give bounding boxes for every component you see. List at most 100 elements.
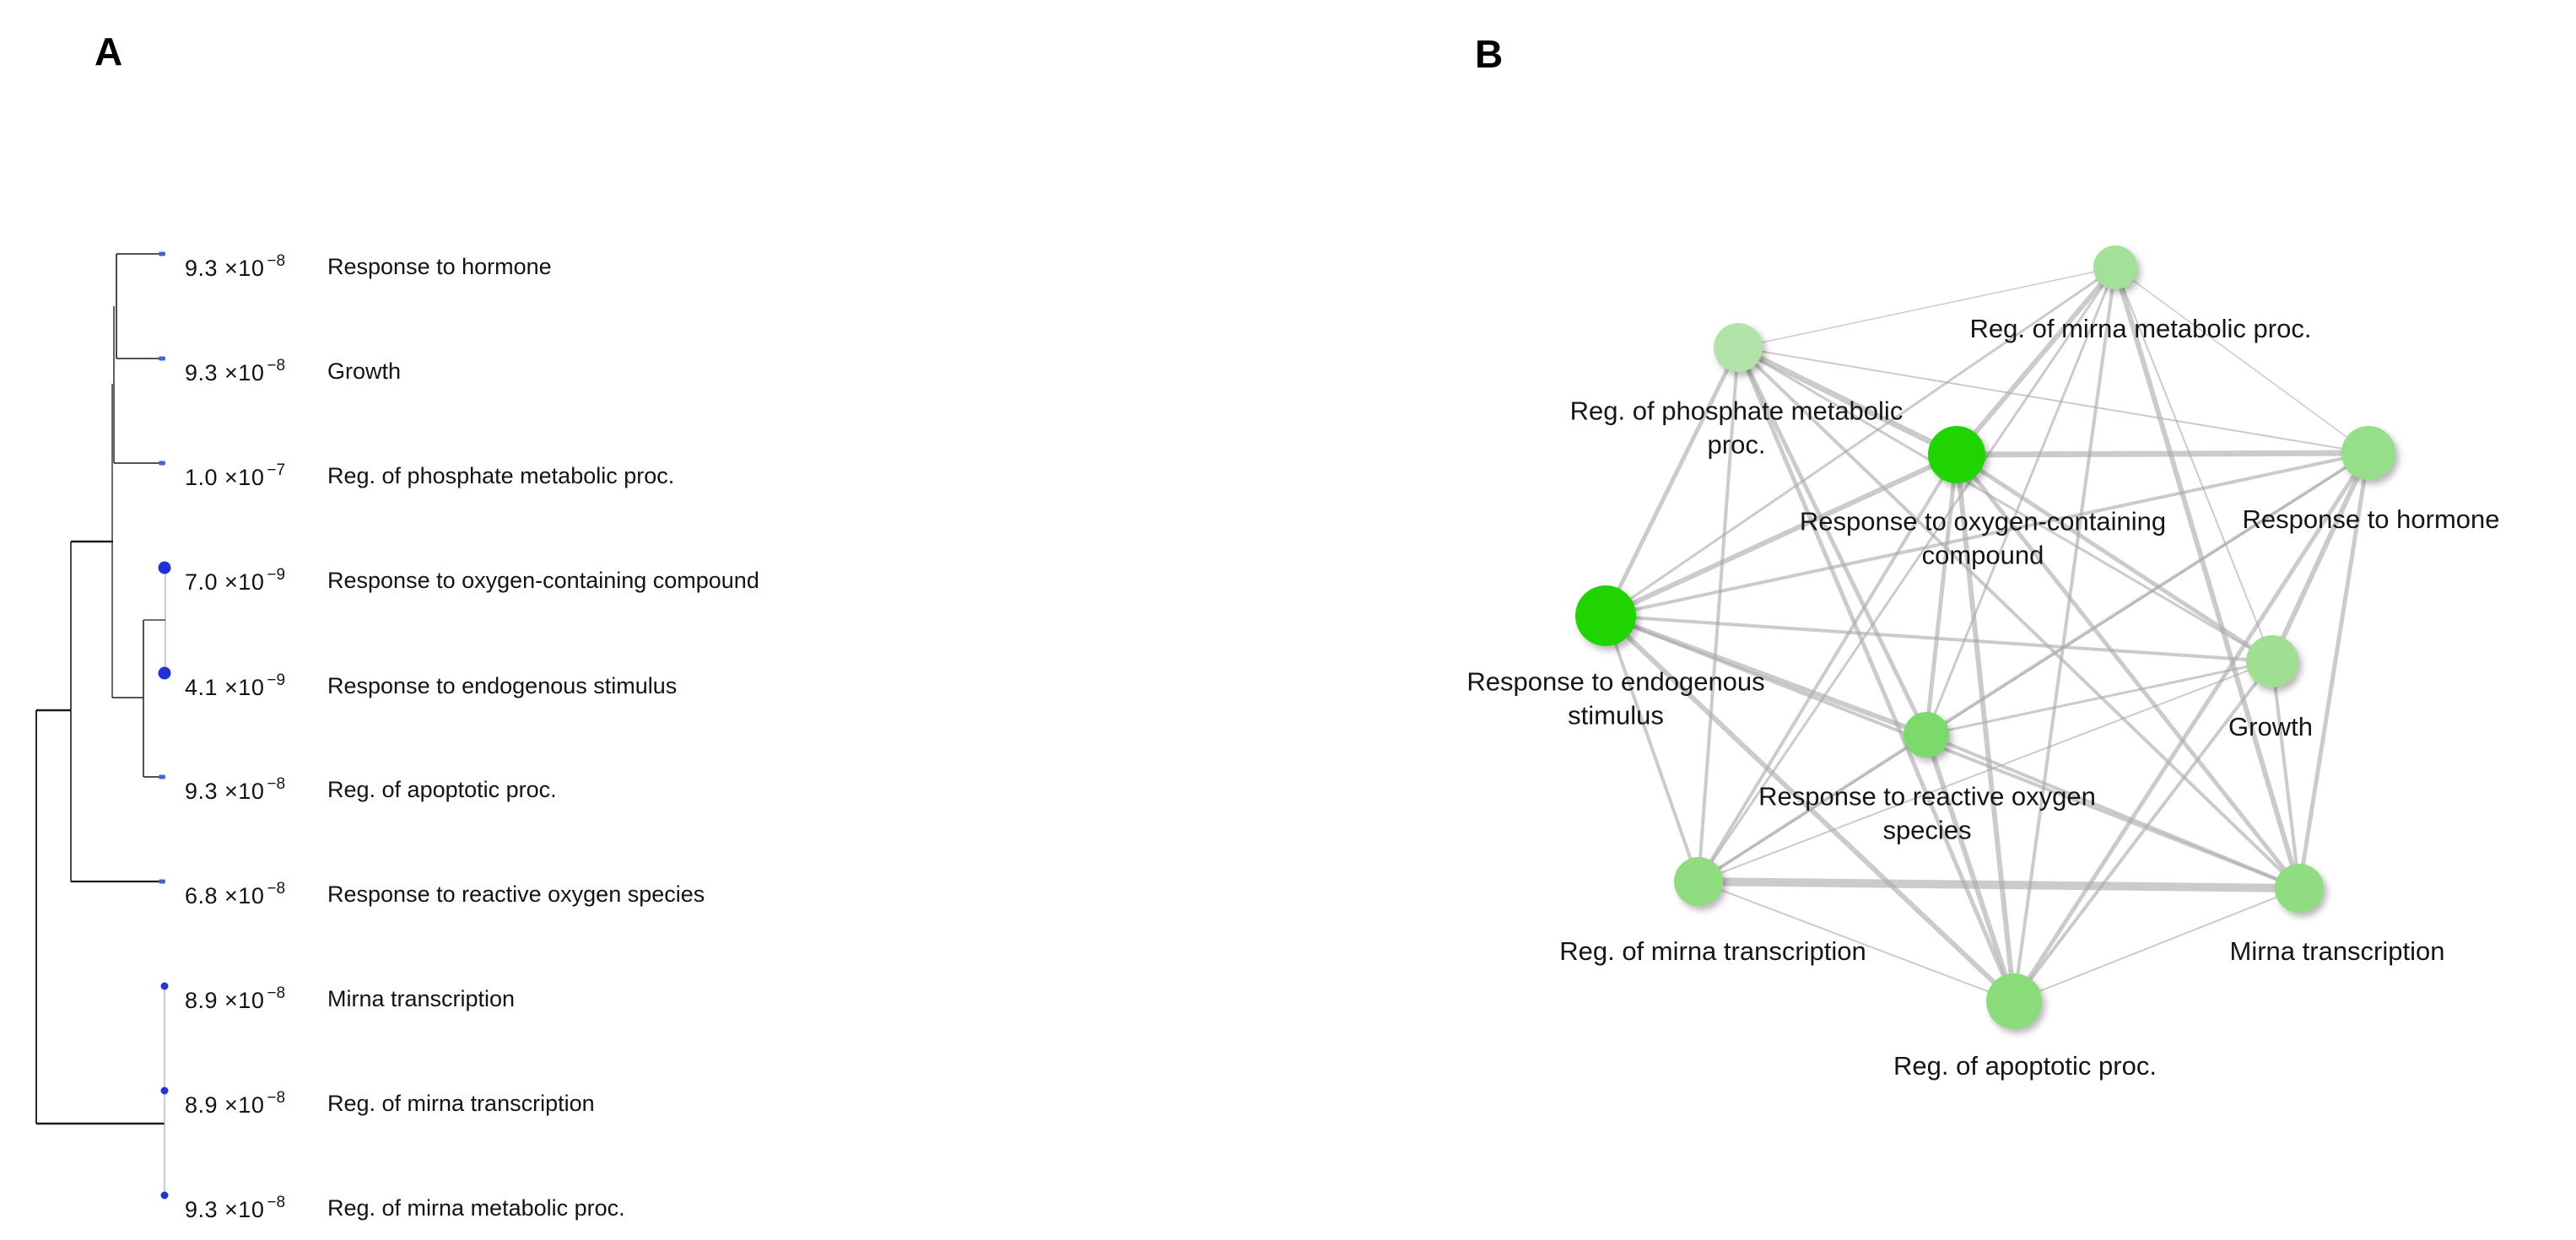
leaf-dot-marker: [158, 561, 171, 574]
leaf-tick-marker: [159, 774, 165, 779]
leaf-tick-marker: [159, 356, 165, 361]
network-edge: [1603, 452, 1959, 618]
label-line: Response to hormone: [2242, 504, 2500, 535]
network-edge: [1604, 266, 2117, 617]
network-edge: [2012, 450, 2371, 1004]
go-term-pvalue: 9.3 ×10−8: [185, 775, 286, 804]
network-edge: [1737, 267, 2116, 348]
network-edge: [1694, 877, 2303, 892]
network-node-label-response-to-hormone: Response to hormone: [2242, 503, 2499, 536]
network-edge: [1604, 614, 1700, 883]
label-line: Growth: [2228, 712, 2313, 742]
network-node-label-growth: Growth: [2228, 710, 2313, 744]
network-edge: [2114, 267, 2273, 662]
go-term-label: Response to reactive oxygen species: [327, 881, 705, 907]
go-term-label: Growth: [327, 359, 402, 384]
go-term-pvalue: 9.3 ×10−8: [185, 1194, 286, 1222]
network-edge: [1954, 452, 2302, 891]
network-edge: [1736, 345, 1929, 737]
leaf-dot-marker: [158, 666, 171, 680]
network-edge: [2271, 660, 2301, 890]
go-term-label: Response to endogenous stimulus: [327, 673, 678, 698]
network-node-response-endogenous-stimulus: [1575, 585, 1636, 646]
leaf-tick-marker: [159, 879, 165, 884]
network-edge: [1924, 452, 1959, 737]
network-edge: [1736, 346, 2301, 890]
label-line: Reg. of mirna transcription: [1559, 936, 1866, 967]
network-edge: [1735, 344, 1960, 458]
network-edge: [2114, 267, 2369, 454]
network-edge: [2270, 450, 2371, 664]
network-node-label-reg-apoptotic-proc: Reg. of apoptotic proc.: [1893, 1049, 2157, 1083]
network-edge: [1604, 614, 2301, 890]
network-edge: [1698, 881, 2015, 1002]
go-term-pvalue: 7.0 ×10−9: [185, 566, 286, 595]
label-line: stimulus: [1568, 700, 1664, 730]
network-edge: [1925, 660, 2274, 736]
network-edge: [1737, 347, 2369, 454]
go-term-label: Reg. of phosphate metabolic proc.: [327, 463, 675, 488]
network-edge: [2297, 450, 2371, 891]
network-node-label-reg-mirna-metabolic-proc: Reg. of mirna metabolic proc.: [1970, 312, 2312, 346]
network-node-reg-apoptotic-proc: [1986, 973, 2042, 1029]
network-edge: [1697, 346, 1740, 883]
go-term-pvalue: 4.1 ×10−9: [185, 671, 286, 700]
network-node-label-response-reactive-oxygen: Response to reactive oxygen species: [1758, 779, 2096, 846]
network-edge: [2013, 887, 2300, 1002]
leaf-tick-marker: [159, 461, 165, 466]
network-edge: [1954, 452, 2275, 664]
go-term-pvalue: 1.0 ×10−7: [185, 461, 286, 490]
network-node-growth: [2246, 635, 2298, 687]
network-edge: [1697, 266, 2117, 883]
network-edge: [1925, 266, 2117, 736]
go-term-label: Response to hormone: [327, 254, 552, 279]
label-line: Response to reactive oxygen: [1758, 781, 2096, 811]
go-term-pvalue: 9.3 ×10−8: [185, 252, 286, 281]
label-line: Response to oxygen-containing: [1799, 506, 2167, 536]
label-line: Reg. of apoptotic proc.: [1893, 1051, 2157, 1081]
network-edge: [1736, 346, 2274, 663]
network-node-reg-mirna-metabolic-proc: [2093, 245, 2137, 289]
network-edge: [1697, 733, 1928, 883]
network-edge: [1953, 450, 2372, 458]
label-line: Reg. of phosphate metabolic: [1569, 396, 1904, 426]
network-edge: [1924, 732, 2017, 1004]
network-node-reg-mirna-transcription: [1674, 857, 1723, 906]
network-edge: [1925, 733, 2301, 890]
network-node-response-reactive-oxygen: [1904, 712, 1949, 757]
network-edge: [2012, 660, 2274, 1003]
go-term-pvalue: 8.9 ×10−8: [185, 984, 286, 1013]
go-term-pvalue: 8.9 ×10−8: [185, 1089, 286, 1118]
network-edge: [1604, 614, 2274, 663]
label-line: Reg. of mirna metabolic proc.: [1969, 314, 2312, 344]
network-edge: [1697, 453, 1958, 883]
network-node-label-reg-mirna-transcription: Reg. of mirna transcription: [1559, 935, 1866, 968]
network-node-response-to-hormone: [2341, 426, 2395, 480]
leaf-dot-marker: [160, 1086, 169, 1095]
network-edge: [1698, 660, 2273, 882]
network-node-mirna-transcription: [2275, 864, 2324, 913]
go-term-label: Reg. of mirna transcription: [327, 1091, 595, 1116]
go-term-pvalue: 9.3 ×10−8: [185, 357, 286, 385]
label-line: compound: [1921, 540, 2044, 569]
network-edge: [1603, 345, 1741, 618]
label-line: Response to endogenous: [1466, 666, 1765, 697]
panel-a-label: A: [95, 30, 123, 73]
network-edge: [1736, 345, 2017, 1004]
network-edge: [1954, 452, 2017, 1004]
network-node-reg-phosphate-metabolic-proc: [1714, 323, 1763, 372]
go-term-label: Reg. of apoptotic proc.: [327, 777, 557, 802]
label-line: species: [1882, 815, 1972, 844]
label-line: Mirna transcription: [2229, 936, 2445, 967]
network-edge: [2113, 265, 2302, 891]
network-edge: [1954, 265, 2118, 457]
leaf-dot-marker: [160, 982, 169, 990]
network-node-label-response-oxygen-compound: Response to oxygen-containing compound: [1800, 504, 2166, 571]
panel-b-label: B: [1475, 32, 1504, 76]
